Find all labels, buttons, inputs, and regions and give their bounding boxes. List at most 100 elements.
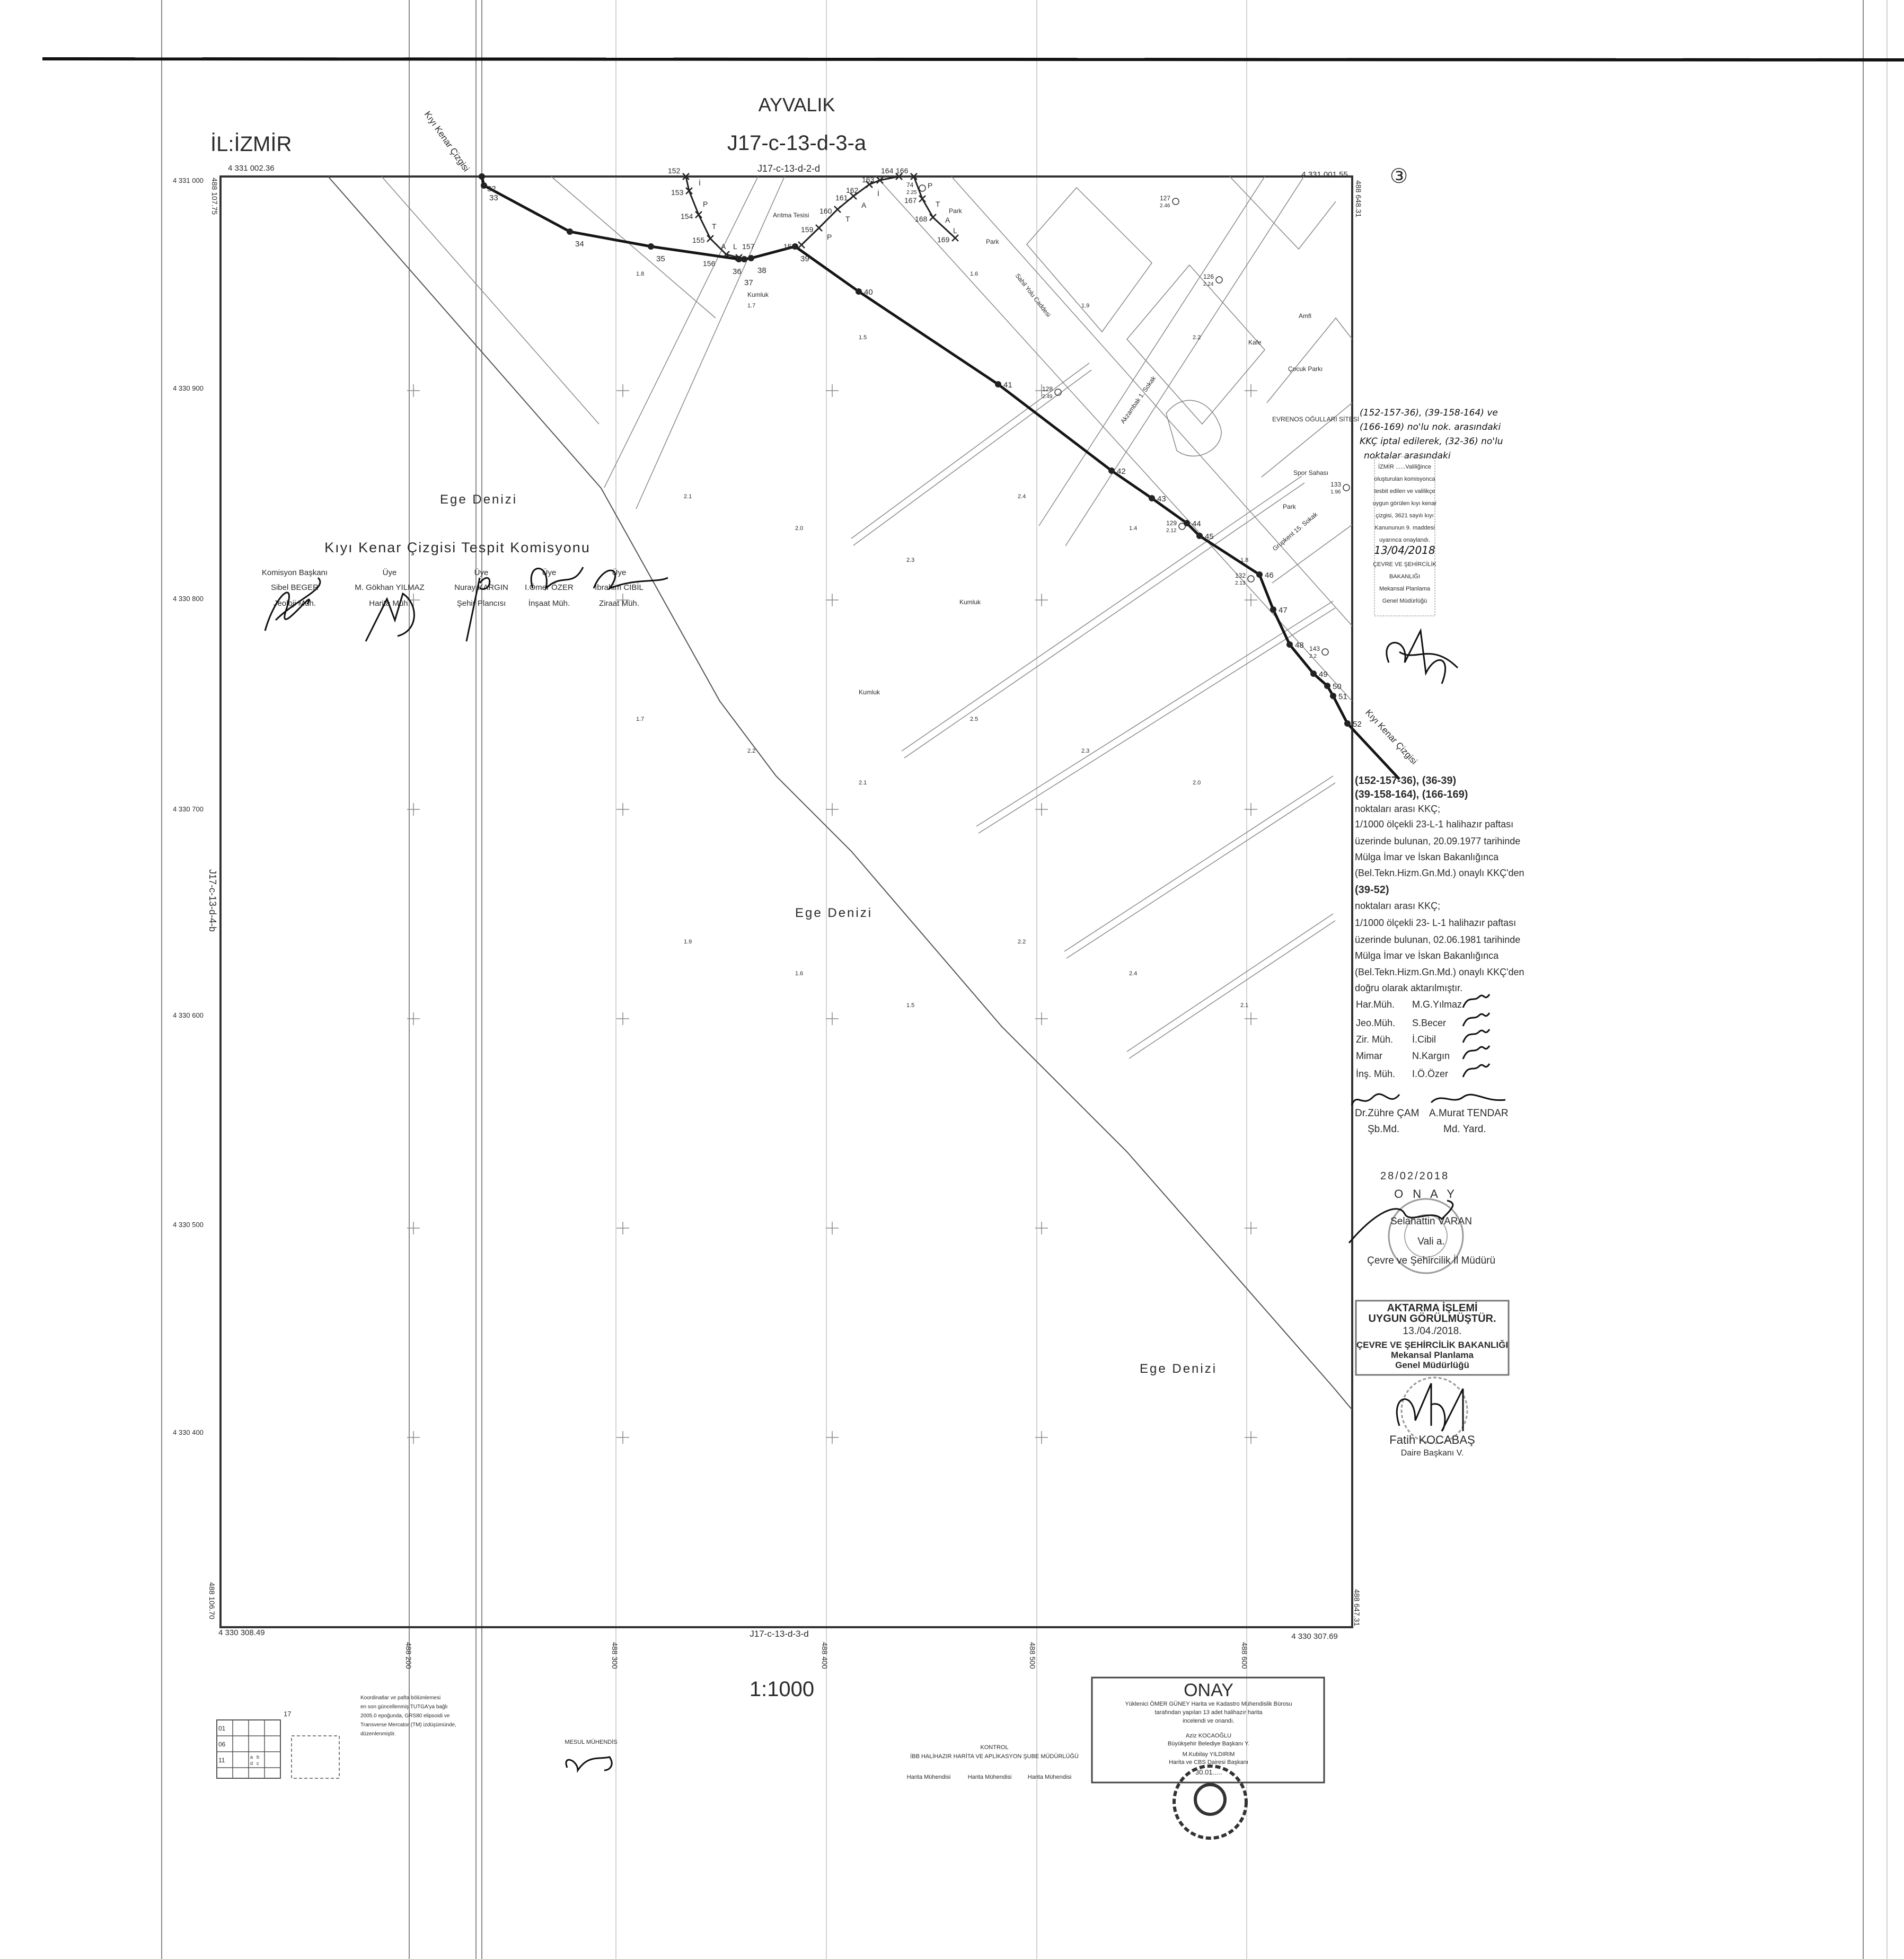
- grid-cross-icon: [616, 384, 629, 397]
- pier: [978, 607, 1336, 834]
- spot-height: 2.2: [1193, 334, 1201, 341]
- grid-cross-icon: [1245, 594, 1257, 606]
- onay-signer2-title: Harita ve CBS Dairesi Başkanı: [1169, 1759, 1248, 1766]
- pier: [1129, 920, 1336, 1059]
- parcel-boundary: [551, 176, 716, 319]
- place-label: Amfi: [1299, 312, 1311, 320]
- municipality-seal-emblem: [1194, 1783, 1227, 1816]
- iptal-mark: A: [721, 242, 726, 251]
- grid-cross-icon: [616, 594, 629, 606]
- kkc-point-label: 37: [744, 278, 753, 287]
- sea-label: Ege Denizi: [795, 906, 872, 920]
- governor-seal-inner: [1404, 1214, 1448, 1258]
- index-number: 17: [284, 1710, 291, 1718]
- grid-cross-icon: [616, 803, 629, 816]
- benchmark-icon: [1247, 575, 1255, 583]
- responsible-engineer-signature: [565, 1756, 613, 1773]
- kkc-point-icon: [1149, 495, 1155, 501]
- note-line: üzerinde bulunan, 02.06.1981 tarihinde: [1355, 934, 1520, 945]
- stamp-line: Kanununun 9. maddesi: [1374, 525, 1434, 531]
- index-row-label: 06: [218, 1741, 226, 1748]
- cancelled-point-icon: [919, 195, 926, 202]
- old-kkc-point-label: 167: [904, 196, 917, 205]
- iptal-mark: A: [945, 216, 950, 224]
- member-name: İbrahim CİBİL: [595, 583, 644, 592]
- cancelled-point-icon: [722, 251, 730, 258]
- kkc-label-bottom: Kıyı Kenar Çizgisi: [1363, 708, 1419, 766]
- easting-label: 488 300: [611, 1642, 619, 1669]
- top-right-easting: 488 648.31: [1354, 180, 1363, 217]
- easting-label: 488 200: [404, 1642, 413, 1669]
- sheet-code: J17-c-13-d-3-a: [727, 131, 867, 155]
- grid-cross-icon: [826, 803, 839, 816]
- kkc-point-icon: [479, 173, 485, 180]
- note-line: (Bel.Tekn.Hizm.Gn.Md.) onaylı KKÇ'den: [1355, 967, 1524, 977]
- bottom-left-easting: 488 106.70: [208, 1582, 216, 1619]
- member-name: M. Gökhan YILMAZ: [355, 583, 424, 592]
- place-label: Akzambak 1. Sokak: [1119, 374, 1158, 425]
- benchmark-id: 126: [1203, 273, 1214, 280]
- grid-cross-icon: [1035, 1431, 1048, 1444]
- map-content: 1.81.71.51.61.92.22.12.02.32.41.41.81.72…: [328, 109, 1419, 1444]
- spot-height: 1.8: [1240, 557, 1248, 563]
- kkc-point-icon: [648, 243, 654, 250]
- cancelled-point-icon: [895, 173, 903, 180]
- iptal-mark: T: [936, 200, 940, 208]
- coordinate-note-line: Transverse Mercator (TM) izdüşümünde,: [360, 1722, 456, 1728]
- handwritten-line: (152-157-36), (39-158-164) ve: [1360, 408, 1498, 418]
- stamp-line: çizgisi, 3621 sayılı kıyı: [1376, 513, 1433, 519]
- member-role: Komisyon Başkanı: [262, 568, 328, 577]
- member-title: İnşaat Müh.: [528, 598, 570, 608]
- cancelled-point-icon: [798, 241, 805, 249]
- iptal-mark: İ: [699, 178, 701, 187]
- benchmark-id: 133: [1330, 481, 1341, 488]
- cancelled-point-icon: [850, 192, 857, 200]
- grid-cross-icon: [826, 1222, 839, 1234]
- note-line: doğru olarak aktarılmıştır.: [1355, 983, 1462, 993]
- sea-label: Ege Denizi: [1140, 1362, 1217, 1376]
- iptal-mark: A: [861, 201, 867, 209]
- transfer-signer-title: Daire Başkanı V.: [1401, 1449, 1464, 1458]
- stamp-line: uyarınca onaylandı.: [1379, 537, 1430, 543]
- kafe-building: [1166, 400, 1222, 457]
- pier: [1064, 775, 1334, 952]
- kkc-point-label: 49: [1319, 670, 1328, 679]
- pier: [1126, 913, 1334, 1052]
- sahil-yolu-road-edge: [951, 176, 1353, 626]
- district-title: AYVALIK: [759, 94, 835, 116]
- parcel-boundary: [636, 176, 785, 509]
- benchmark-height: 2.2: [1309, 654, 1317, 659]
- grid-cross-icon: [1035, 1222, 1048, 1234]
- governor-approval-date: 28/02/2018: [1380, 1170, 1449, 1182]
- building-block: [1266, 317, 1353, 403]
- old-kkc-point-label: 166: [896, 166, 909, 175]
- spot-height: 1.6: [970, 271, 978, 277]
- cancelled-point-icon: [910, 173, 918, 180]
- spot-height: 1.6: [795, 970, 803, 977]
- building-block: [1229, 176, 1336, 250]
- control-signer: Harita Mühendisi: [968, 1774, 1012, 1780]
- stamp-line: tesbit edilen ve valilikçe: [1374, 488, 1435, 495]
- place-label: Park: [949, 207, 963, 215]
- control-signer: Harita Mühendisi: [1028, 1774, 1072, 1780]
- cancelled-point-icon: [834, 206, 841, 213]
- akzambak-road-edge: [1038, 176, 1265, 526]
- kyi-kenar-cizgisi-line: [480, 176, 1400, 780]
- top-left-easting: 488 107.75: [210, 178, 219, 215]
- signatory-name: S.Becer: [1412, 1018, 1446, 1028]
- kkc-point-label: 36: [733, 267, 742, 276]
- benchmark-height: 2.24: [1203, 281, 1214, 287]
- spot-height: 1.7: [636, 716, 644, 722]
- signatory-name: İ.Cibil: [1412, 1034, 1436, 1045]
- northing-label: 4 330 600: [173, 1011, 204, 1019]
- place-label: Park: [986, 238, 1000, 245]
- signatory-title: Har.Müh.: [1356, 999, 1395, 1010]
- kkc-point-icon: [567, 228, 573, 235]
- signatory-signature: [1462, 994, 1491, 1008]
- grid-cross-icon: [407, 384, 420, 397]
- grid-cross-icon: [1035, 803, 1048, 816]
- municipality-seal: [1173, 1764, 1248, 1840]
